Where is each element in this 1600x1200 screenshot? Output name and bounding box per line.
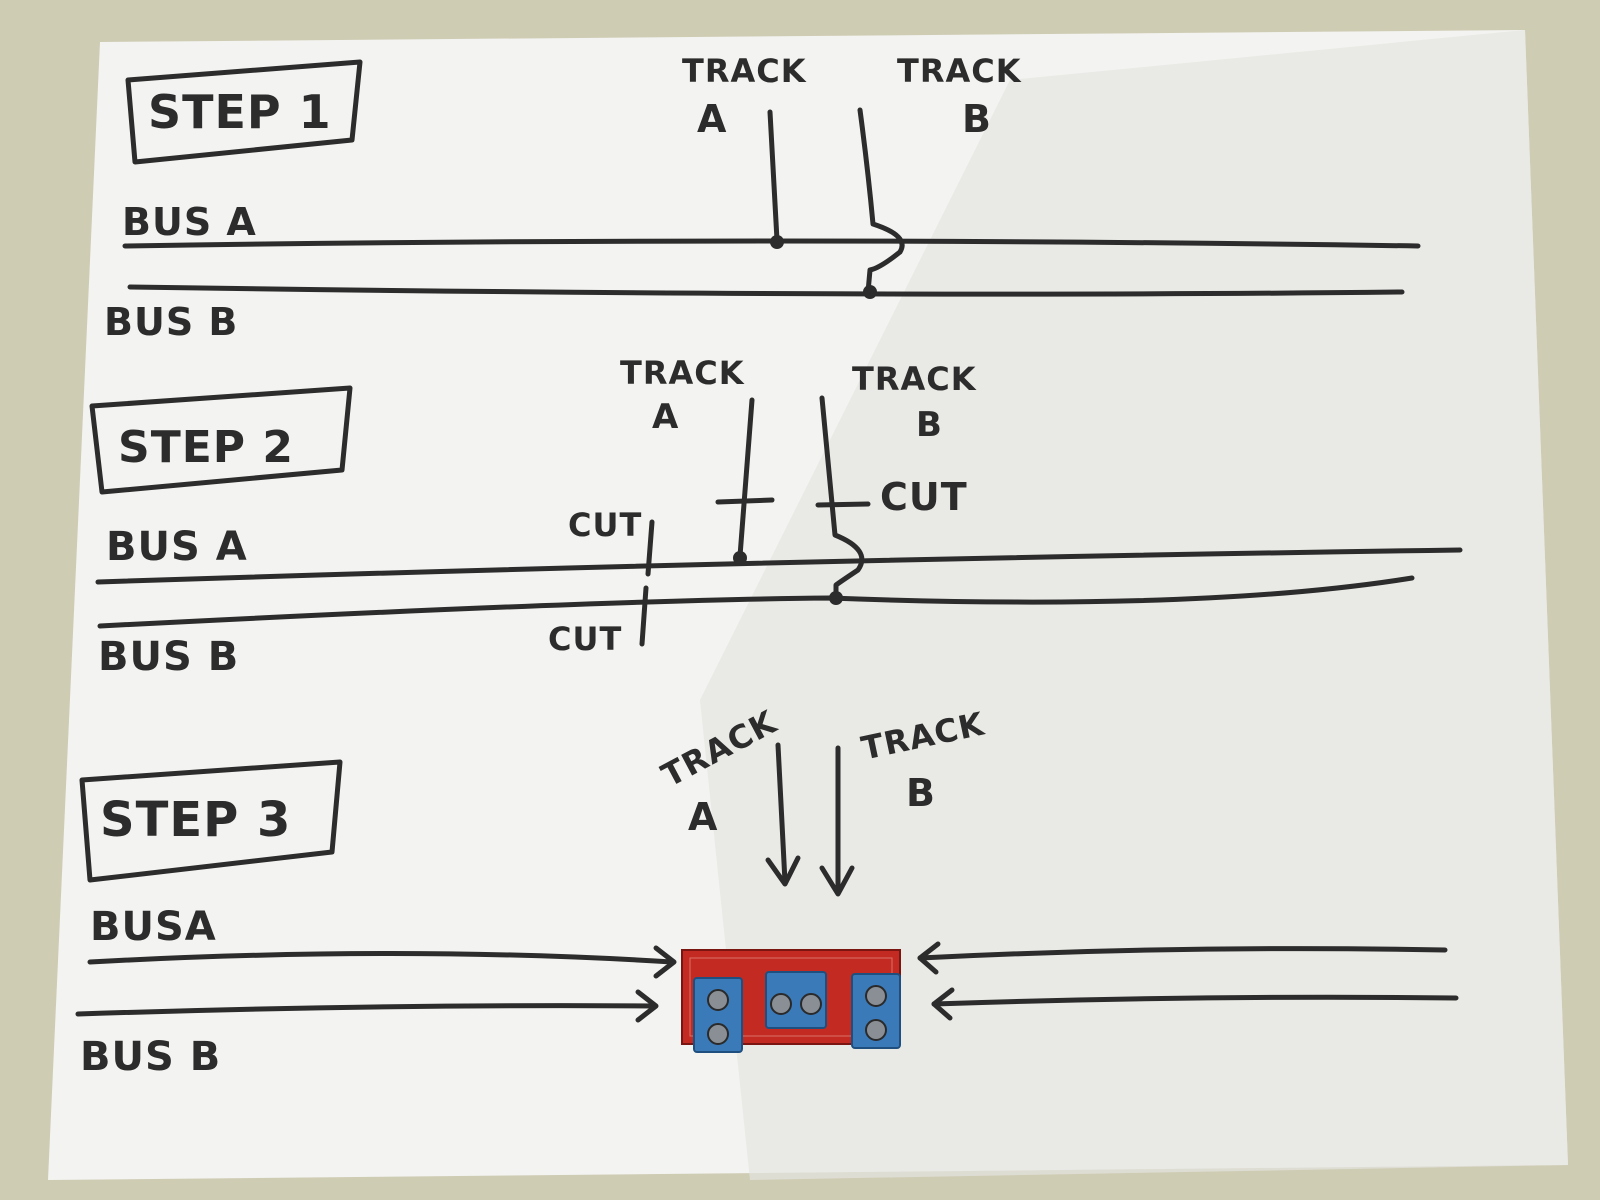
step-3-title: STEP 3 bbox=[100, 792, 291, 848]
step-1-bus-b-label: BUS B bbox=[104, 300, 238, 344]
terminal-screw-icon bbox=[800, 993, 822, 1015]
step-2-bus-a-wire bbox=[95, 547, 1463, 585]
step-2-cut-label-bus-b: CUT bbox=[548, 620, 622, 658]
step-2-box bbox=[89, 385, 353, 495]
step-3-track-a-arrow-head bbox=[765, 855, 801, 887]
step-3-bus-a-right-arrow-shaft bbox=[917, 946, 1448, 961]
step-1-bus-b-wire bbox=[127, 284, 1405, 297]
terminal-screw-icon bbox=[707, 989, 729, 1011]
step-2-track-a-letter: A bbox=[652, 397, 679, 437]
terminal-block-pcb bbox=[681, 949, 901, 1053]
terminal-block-right bbox=[851, 973, 901, 1049]
step-2-title: STEP 2 bbox=[118, 422, 294, 473]
terminal-screw-icon bbox=[707, 1023, 729, 1045]
step-1-track-a-wire bbox=[767, 109, 780, 243]
step-1-track-b-junction bbox=[863, 285, 877, 299]
step-2-cut-label-bus-a: CUT bbox=[568, 506, 642, 544]
step-3-bus-a-label: BUSA bbox=[90, 904, 217, 950]
step-3-bus-b-left-arrow-shaft bbox=[75, 1003, 657, 1017]
step-2-track-a-cut-mark bbox=[715, 497, 775, 505]
step-3-bus-b-left-arrow-head bbox=[635, 989, 659, 1023]
step-2-track-b-word: TRACK bbox=[852, 360, 977, 398]
step-3-track-a-letter: A bbox=[688, 795, 718, 839]
step-2: STEP 2 BUS A BUS B TRACK A TRACK B CUT C… bbox=[89, 354, 1463, 680]
step-2-cut-label-track-b: CUT bbox=[880, 475, 968, 519]
step-2-track-a-junction bbox=[733, 551, 747, 565]
step-1-bus-a-wire bbox=[122, 238, 1421, 249]
step-2-track-b-cut-mark bbox=[815, 501, 871, 508]
terminal-block-left bbox=[693, 977, 743, 1053]
terminal-block-middle bbox=[765, 971, 827, 1029]
step-2-bus-b-cut-mark bbox=[639, 585, 649, 647]
step-3-bus-b-right-arrow-shaft bbox=[931, 994, 1459, 1007]
step-1-track-b-letter: B bbox=[962, 97, 992, 141]
step-3-bus-b-right-arrow-head bbox=[931, 987, 955, 1021]
step-2-track-b-letter: B bbox=[916, 405, 943, 445]
step-3-bus-a-right-arrow-head bbox=[917, 941, 941, 975]
step-3-bus-a-left-arrow-head bbox=[653, 945, 677, 979]
terminal-block-left-body bbox=[693, 977, 743, 1053]
step-1-track-a-junction bbox=[770, 235, 784, 249]
step-3-track-b-letter: B bbox=[906, 771, 936, 815]
step-3-box bbox=[79, 759, 343, 883]
terminal-screw-icon bbox=[865, 985, 887, 1007]
step-2-track-b-junction bbox=[829, 591, 843, 605]
step-1-box bbox=[125, 59, 363, 165]
step-1-track-b-wire-hop bbox=[857, 107, 905, 295]
terminal-screw-icon bbox=[865, 1019, 887, 1041]
step-2-bus-b-wire bbox=[97, 575, 1415, 629]
step-3-track-b-arrow-head bbox=[819, 865, 855, 897]
step-2-bus-a-cut-mark bbox=[645, 519, 655, 577]
step-1-title: STEP 1 bbox=[148, 85, 332, 139]
step-1-bus-a-label: BUS A bbox=[122, 200, 257, 244]
step-1-track-b-word: TRACK bbox=[897, 52, 1022, 90]
step-1-track-a-word: TRACK bbox=[682, 52, 807, 90]
step-3-track-a-arrow-shaft bbox=[775, 742, 788, 885]
step-2-track-b-wire-hop bbox=[819, 395, 865, 601]
step-3-bus-b-label: BUS B bbox=[80, 1034, 221, 1080]
step-3-bus-a-left-arrow-shaft bbox=[87, 951, 675, 965]
step-2-track-a-word: TRACK bbox=[620, 354, 745, 392]
paper-shadow bbox=[700, 30, 1568, 1180]
step-1: STEP 1 BUS A BUS B TRACK A TRACK B bbox=[104, 52, 1421, 344]
terminal-screw-icon bbox=[770, 993, 792, 1015]
step-1-track-a-letter: A bbox=[697, 97, 727, 141]
step-2-track-a-wire bbox=[737, 397, 755, 559]
step-2-bus-b-label: BUS B bbox=[98, 634, 239, 680]
terminal-block-right-body bbox=[851, 973, 901, 1049]
step-2-bus-a-label: BUS A bbox=[106, 524, 248, 570]
